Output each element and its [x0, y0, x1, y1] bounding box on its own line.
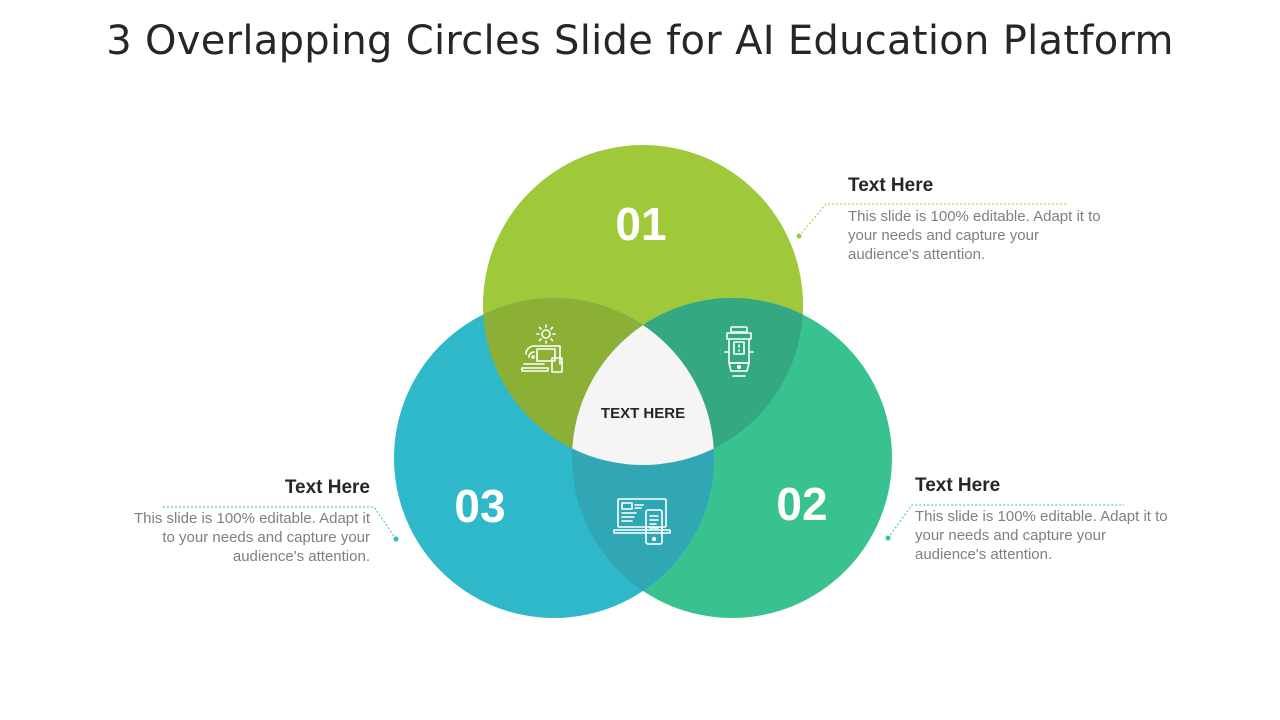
callout-02-leader	[885, 504, 1124, 541]
callout-03: Text Here This slide is 100% editable. A…	[120, 477, 370, 566]
overlap-center	[572, 298, 714, 465]
slide-title: 3 Overlapping Circles Slide for AI Educa…	[106, 18, 1174, 64]
callout-body: This slide is 100% editable. Adapt it to…	[848, 208, 1101, 263]
callout-heading: Text Here	[915, 475, 1001, 496]
callout-heading: Text Here	[848, 175, 934, 196]
callout-01: Text Here This slide is 100% editable. A…	[848, 175, 1108, 264]
circle-number-03: 03	[454, 480, 505, 532]
circle-number-02: 02	[776, 478, 827, 530]
center-label: TEXT HERE	[601, 405, 685, 422]
devices-icon	[613, 498, 671, 545]
laptop-gear-icon	[521, 324, 563, 373]
circle-number-01: 01	[615, 198, 666, 250]
robot-icon	[724, 326, 754, 377]
callout-03-leader	[162, 506, 399, 542]
callout-01-leader	[796, 203, 1068, 239]
callout-heading: Text Here	[284, 477, 370, 498]
callout-body: This slide is 100% editable. Adapt it to…	[134, 510, 370, 565]
callout-body: This slide is 100% editable. Adapt it to…	[915, 508, 1168, 563]
callout-02: Text Here This slide is 100% editable. A…	[915, 475, 1175, 564]
